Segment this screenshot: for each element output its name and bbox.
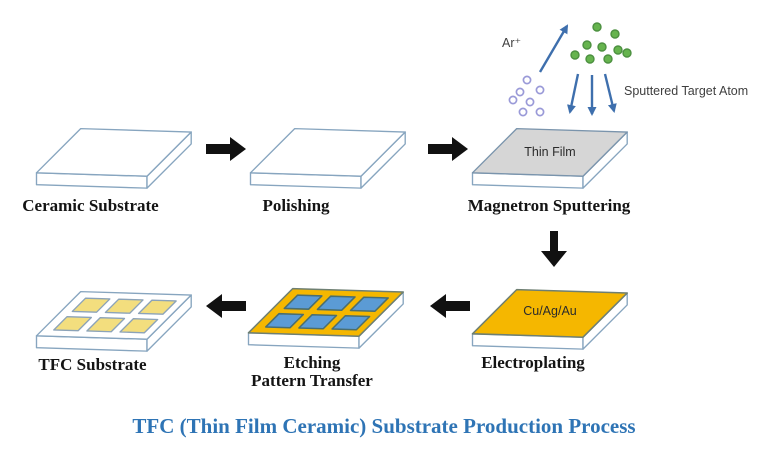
etching-label-line1: Etching: [283, 353, 341, 372]
arrow-down-icon: [541, 231, 567, 267]
ion-up-arrow-icon: [538, 24, 569, 73]
argon-ion-label: Ar⁺: [502, 36, 522, 50]
tfc-substrate-label: TFC Substrate: [38, 355, 147, 374]
thin-film-face-label: Thin Film: [524, 145, 576, 159]
polished-substrate-plate-icon: [249, 127, 406, 189]
ceramic-substrate-label: Ceramic Substrate: [22, 196, 159, 215]
metal-layer-label: Cu/Ag/Au: [523, 304, 577, 318]
magnetron-sputtering-label: Magnetron Sputtering: [467, 196, 631, 215]
etching-label-line2: Pattern Transfer: [251, 371, 373, 390]
sputtered-atom-cluster-icon: [570, 22, 632, 64]
arrow-right-icon: [428, 137, 468, 161]
electroplated-plate-icon: [471, 288, 628, 350]
deposition-down-arrows-icon: [567, 73, 617, 116]
arrow-left-icon: [206, 294, 246, 318]
tfc-substrate-plate-icon: [35, 290, 192, 352]
thin-film-plate-icon: [471, 127, 628, 189]
sputtering-particles-icon: [508, 22, 632, 117]
diagram-title: TFC (Thin Film Ceramic) Substrate Produc…: [132, 414, 636, 438]
sputtered-target-atom-label: Sputtered Target Atom: [624, 84, 749, 98]
arrow-left-icon: [430, 294, 470, 318]
ceramic-substrate-plate-icon: [35, 127, 192, 189]
tfc-pads-icon: [53, 297, 177, 334]
etching-label: Etching Pattern Transfer: [231, 354, 393, 390]
etched-pattern-plate-icon: [247, 287, 404, 349]
arrow-right-icon: [206, 137, 246, 161]
etched-pads-icon: [264, 294, 389, 331]
polishing-label: Polishing: [262, 196, 330, 215]
argon-ion-cluster-icon: [508, 75, 545, 117]
electroplating-label: Electroplating: [481, 353, 585, 372]
